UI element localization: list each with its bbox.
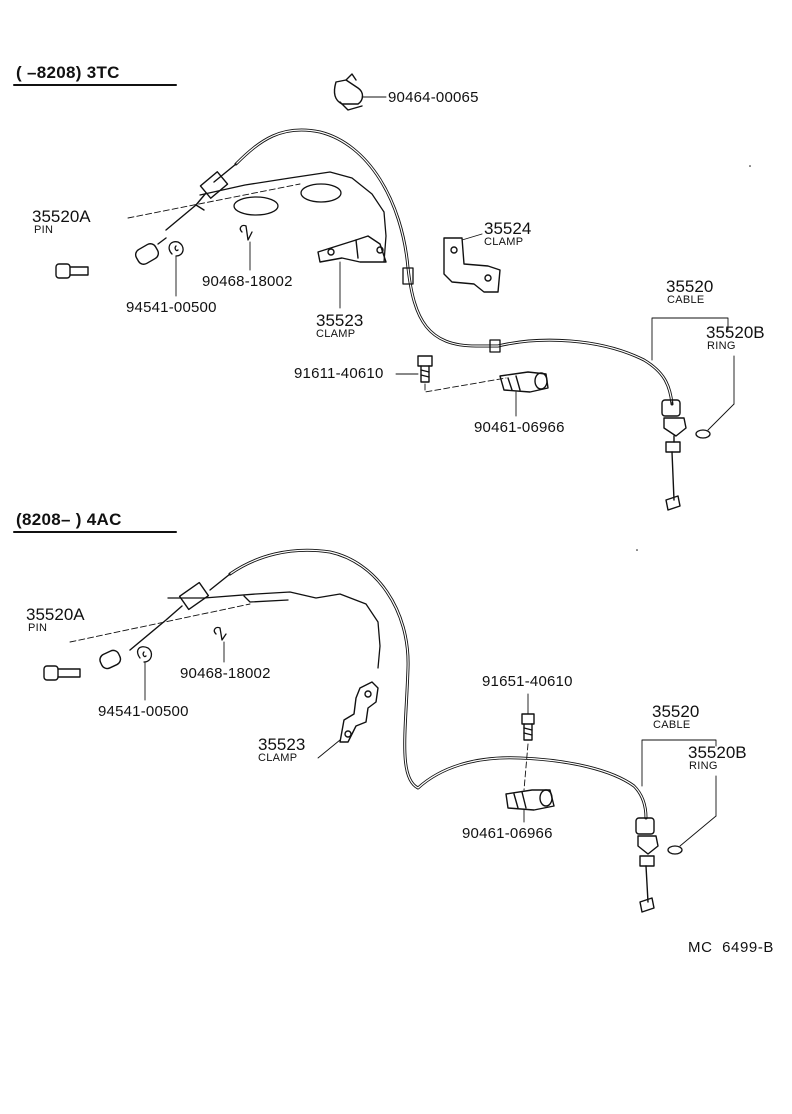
part-name-clamp-b-1: CLAMP — [484, 236, 524, 248]
dash-line-pin-1 — [127, 183, 301, 219]
cable-end-right-2 — [635, 817, 659, 913]
clip-a-icon-1 — [239, 224, 253, 241]
part-name-ring-1: RING — [707, 340, 736, 352]
clamp-a-icon-1 — [317, 235, 387, 263]
part-name-clamp-a-1: CLAMP — [316, 328, 356, 340]
part-number-cable-2: 35520 — [652, 702, 700, 721]
cable-leader-2 — [641, 739, 717, 787]
part-name-clamp-a-2: CLAMP — [258, 752, 298, 764]
pin-icon-2 — [43, 665, 81, 681]
cable-end-right-1 — [661, 399, 687, 511]
part-number-washer-1: 94541-00500 — [126, 299, 217, 316]
clamp-b-icon-1 — [443, 237, 501, 293]
part-number-clamp-a-2: 35523 — [258, 735, 306, 754]
part-number-pin-2: 35520A — [26, 605, 85, 624]
part-number-cable-1: 35520 — [666, 277, 714, 296]
cable-end-left-2 — [99, 573, 231, 670]
washer-icon-1 — [168, 241, 184, 257]
part-number-clip-a-2: 90468-18002 — [180, 665, 271, 682]
part-name-pin-2: PIN — [28, 622, 48, 634]
part-number-bracket-1: 90461-06966 — [474, 419, 565, 436]
part-number-bolt-1: 91611-40610 — [294, 365, 384, 382]
part-number-pin-1: 35520A — [32, 207, 91, 226]
part-number-ring-1: 35520B — [706, 323, 765, 342]
section-header-4ac: (8208– ) 4AC — [16, 510, 122, 529]
part-number-clip-top: 90464-00065 — [388, 89, 479, 106]
part-number-bolt-2: 91651-40610 — [482, 673, 573, 690]
part-number-ring-2: 35520B — [688, 743, 747, 762]
pin-icon-1 — [55, 263, 89, 279]
clamp-a-icon-2 — [339, 681, 379, 743]
part-number-clamp-b-1: 35524 — [484, 219, 532, 238]
cable-end-left-1 — [134, 163, 237, 265]
part-number-washer-2: 94541-00500 — [98, 703, 189, 720]
ring-icon-1 — [695, 429, 711, 439]
clip-top-icon — [333, 73, 364, 111]
bracket-icon-1 — [499, 371, 549, 393]
engine-outline-2 — [167, 591, 381, 669]
part-name-ring-2: RING — [689, 760, 718, 772]
section-header-3tc: ( –8208) 3TC — [16, 63, 120, 82]
part-name-pin-1: PIN — [34, 224, 54, 236]
ring-icon-2 — [667, 845, 683, 855]
part-number-clamp-a-1: 35523 — [316, 311, 364, 330]
part-name-cable-1: CABLE — [667, 294, 705, 306]
clip-a-icon-2 — [213, 626, 227, 641]
cable-2 — [228, 548, 648, 820]
diagram-code: MC 6499-B — [688, 939, 775, 956]
bolt-icon-2 — [521, 713, 535, 741]
part-number-clip-a-1: 90468-18002 — [202, 273, 293, 290]
engine-outline-1 — [199, 171, 387, 263]
dash-line-pin-2 — [69, 603, 251, 643]
bracket-icon-2 — [505, 789, 555, 811]
cable-1 — [234, 128, 674, 406]
washer-icon-2 — [136, 646, 153, 663]
cable-leader-1 — [651, 317, 729, 361]
part-number-bracket-2: 90461-06966 — [462, 825, 553, 842]
part-name-cable-2: CABLE — [653, 719, 691, 731]
bolt-icon-1 — [417, 355, 433, 383]
